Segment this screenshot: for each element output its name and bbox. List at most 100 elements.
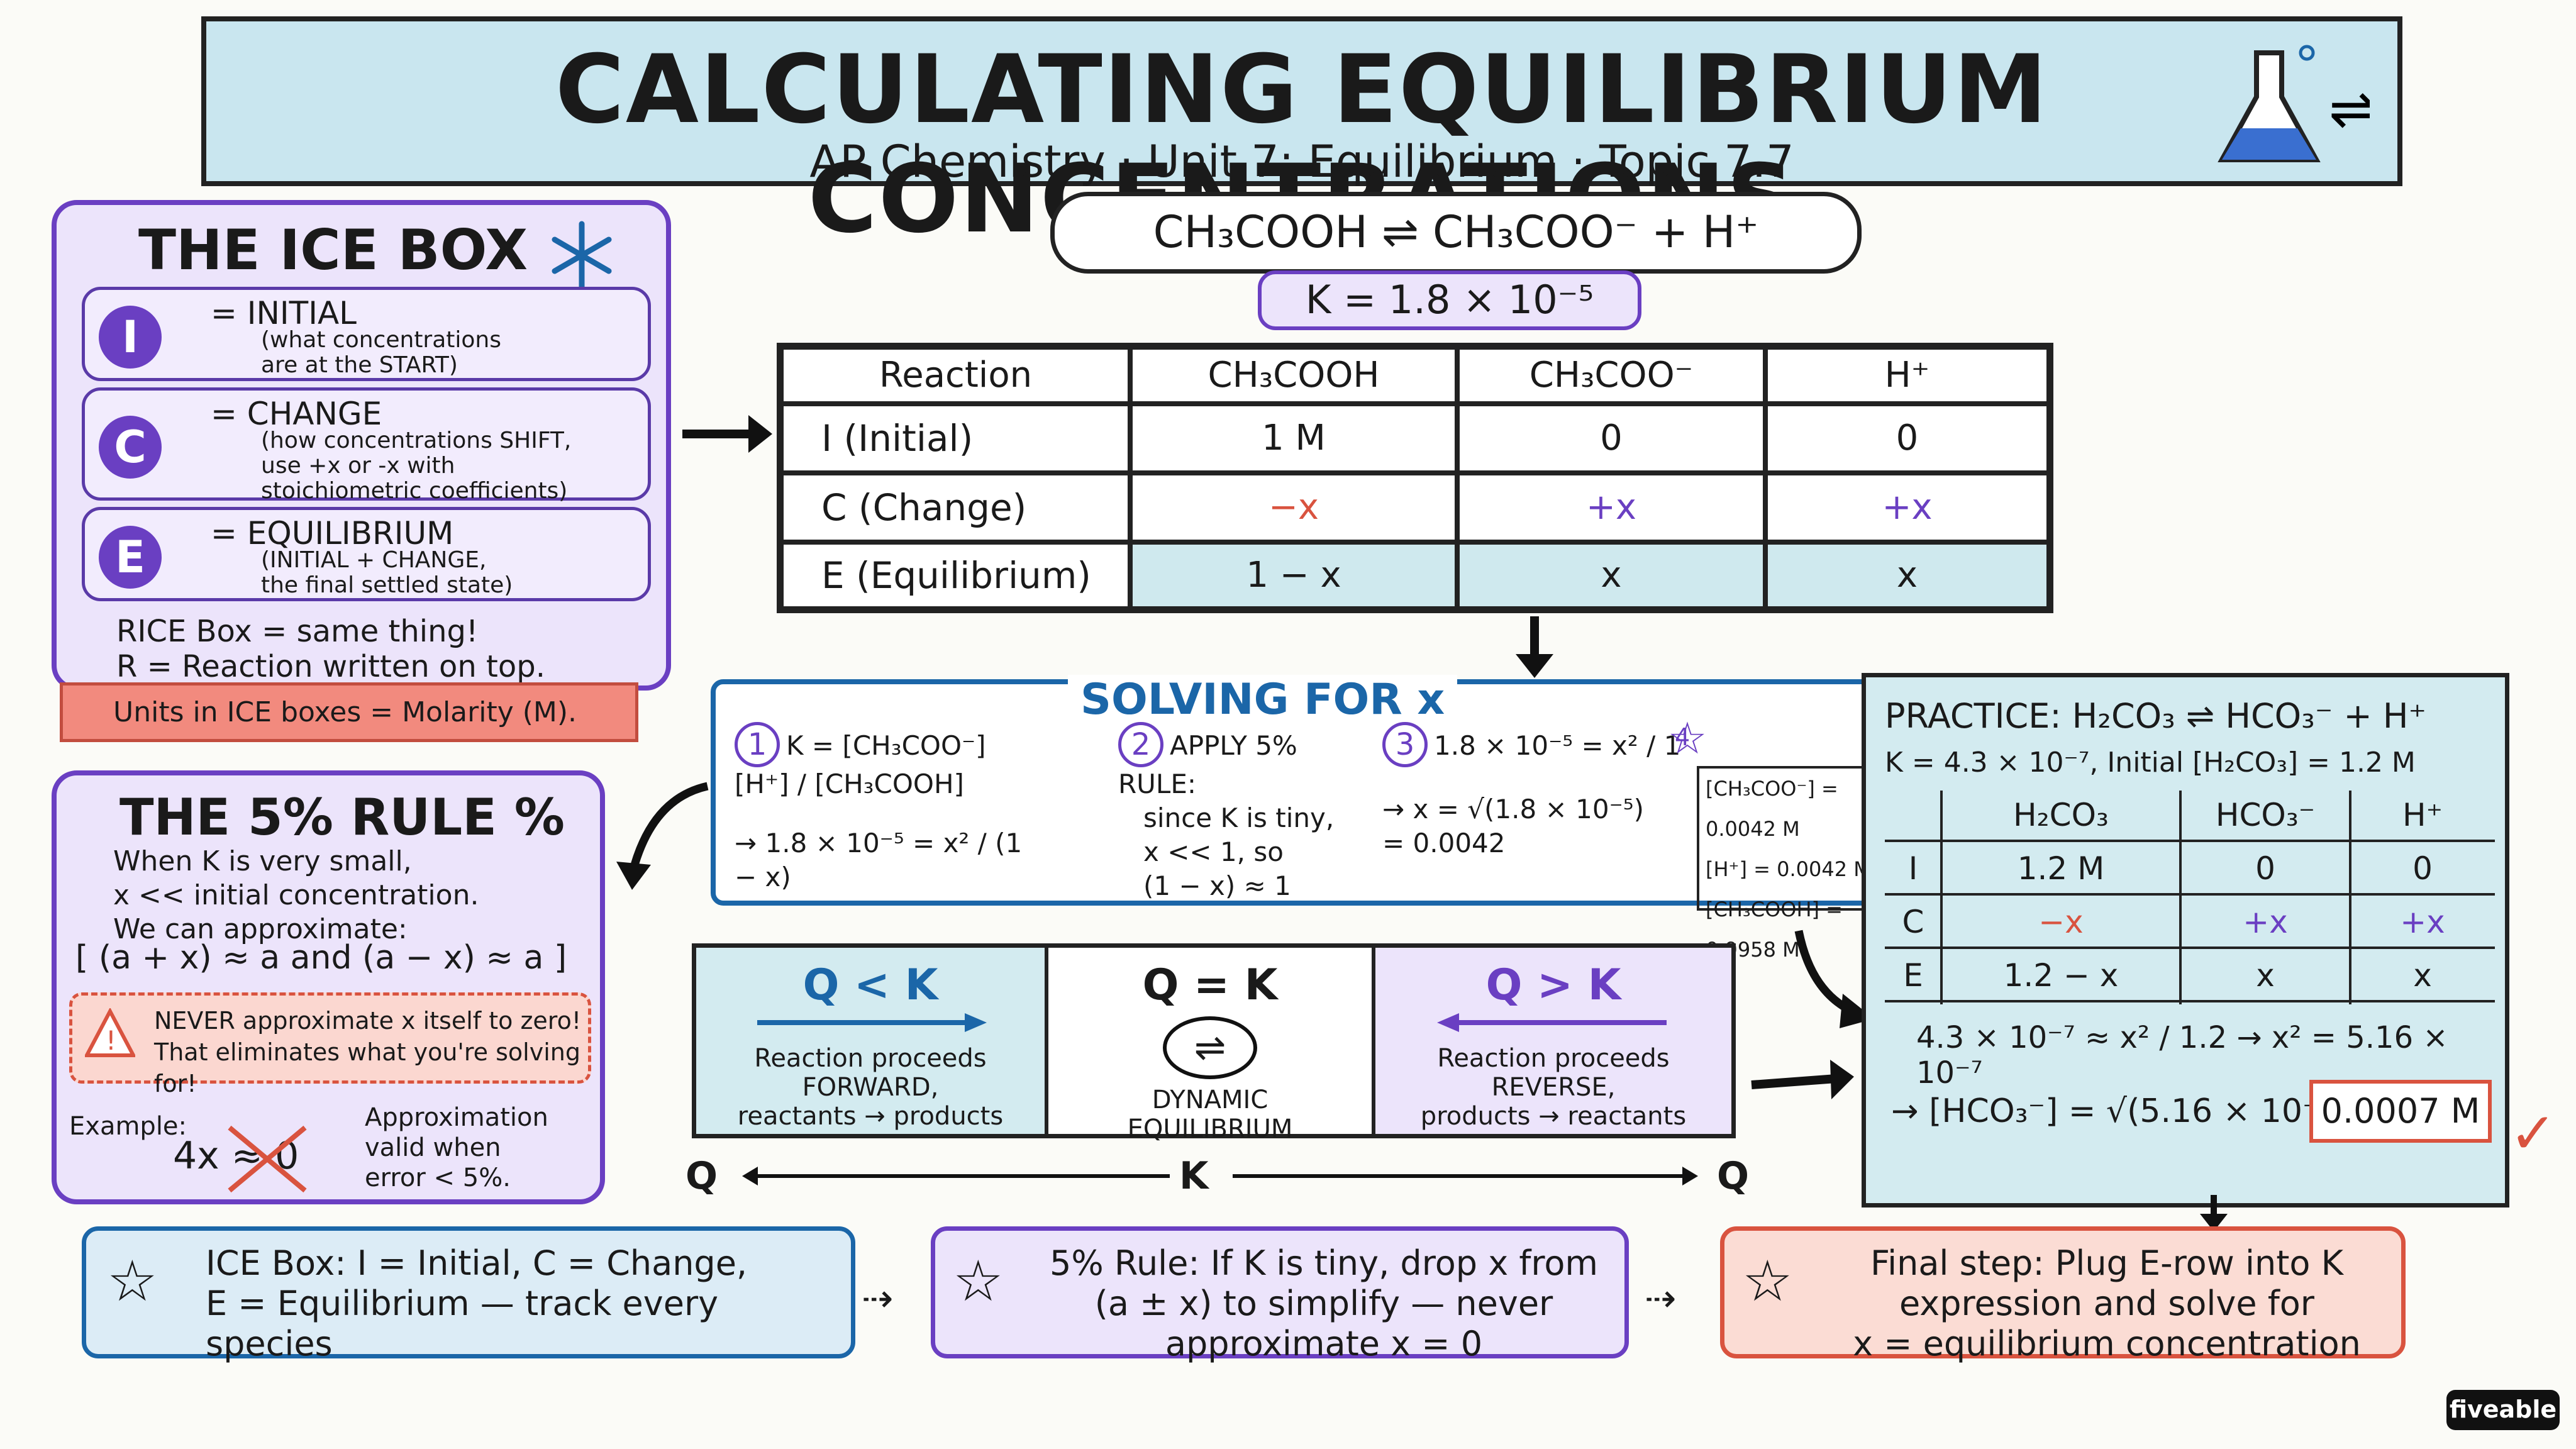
row-label: E (Equilibrium) [781,542,1130,609]
svg-text:⇌: ⇌ [2329,76,2370,142]
practice-cell: 1.2 − x [2003,957,2119,994]
units-note: Units in ICE boxes = Molarity (M). [60,682,638,742]
ice-row-initial: I = INITIAL (what concentrations are at … [82,287,651,381]
table-header: CH₃COO⁻ [1457,347,1765,404]
brand-logo: fiveable [2446,1390,2560,1430]
star-icon: ☆ [1667,713,1707,764]
practice-header: H⁺ [2402,797,2443,833]
result-line: [CH₃COO⁻] = 0.0042 M [1706,777,1838,841]
practice-header: HCO₃⁻ [2215,797,2316,833]
arrow-right-icon [757,1013,987,1032]
practice-cell: 0 [2412,850,2433,887]
practice-cell: 0 [2255,850,2275,887]
table-cell: 0 [1765,404,2049,473]
five-percent-panel: THE 5% RULE % When K is very small, x <<… [52,770,605,1204]
reaction-equation: CH₃COOH ⇌ CH₃COO⁻ + H⁺ [1050,192,1862,274]
table-cell: x [1457,542,1765,609]
practice-cell: −x [2038,904,2084,940]
summary-five-percent: 5% Rule: If K is tiny, drop x from (a ± … [931,1226,1629,1363]
table-cell: 0 [1457,404,1765,473]
ice-row-desc: (INITIAL + CHANGE, the final settled sta… [261,547,513,598]
practice-cell: x [2256,957,2275,994]
ice-row-desc: (how concentrations SHIFT, use +x or -x … [261,428,572,504]
checkmark-icon: ✓ [2509,1101,2557,1167]
practice-header: H₂CO₃ [2013,797,2109,833]
title-banner: CALCULATING EQUILIBRIUM CONCENTRATIONS A… [201,16,2402,254]
ice-row-name: = CHANGE [211,396,382,432]
cross-out-icon [228,1125,307,1193]
practice-cell: +x [2400,904,2445,940]
practice-equation: 4.3 × 10⁻⁷ ≈ x² / 1.2 → x² = 5.16 × 10⁻⁷ [1916,1020,2448,1091]
table-header: CH₃COOH [1130,347,1457,404]
practice-title: PRACTICE: H₂CO₃ ⇌ HCO₃⁻ + H⁺ [1885,696,2427,736]
warning-note: NEVER approximate x itself to zero! That… [69,992,591,1097]
five-percent-body: When K is very small, x << initial conce… [113,845,479,945]
q-vs-k-panel: Q < K Reaction proceeds FORWARD, reactan… [692,943,1736,1143]
summary-final-step: Final step: Plug E-row into K expression… [1720,1226,2406,1363]
step-number: 4 [1675,723,1690,751]
flask-icon: ⇌ [2218,45,2370,162]
qk-desc: Reaction proceeds REVERSE, products → re… [1420,1044,1687,1131]
arrow-left-icon [1437,1013,1667,1032]
qk-desc: DYNAMIC EQUILIBRIUM [1127,1085,1293,1143]
step-expression: APPLY 5% RULE: [1118,730,1297,799]
ice-row-name: = INITIAL [211,295,357,331]
arrow-right-icon: ⇢ [862,1277,894,1321]
svg-text:!: ! [106,1025,116,1056]
ice-letter: C [99,416,162,479]
arrow-down-icon [2200,1195,2228,1231]
practice-equation: → [HCO₃⁻] = √(5.16 × 10⁻⁷) = [1891,1092,2384,1130]
example-label: Example: [69,1112,187,1141]
star-icon: ☆ [107,1248,158,1314]
k-value: K = 1.8 × 10⁻⁵ [1258,270,1641,330]
summary-ice-box: ICE Box: I = Initial, C = Change, E = Eq… [82,1226,855,1363]
practice-cell: x [2413,957,2432,994]
practice-row-label: E [1903,957,1923,994]
star-icon: ☆ [953,1248,1004,1314]
q-less-k: Q < K Reaction proceeds FORWARD, reactan… [696,948,1048,1134]
equilibrium-icon: ⇌ [1163,1016,1257,1079]
axis-label: K [1179,1154,1209,1198]
star-icon: ☆ [1742,1248,1793,1314]
valid-note: Approximation valid when error < 5%. [365,1103,548,1192]
snowflake-icon [552,221,612,290]
arrow-right-icon [682,415,772,453]
result-line: [H⁺] = 0.0042 M [1706,857,1871,881]
qk-desc: Reaction proceeds FORWARD, reactants → p… [737,1044,1004,1131]
practice-panel: PRACTICE: H₂CO₃ ⇌ HCO₃⁻ + H⁺ K = 4.3 × 1… [1862,673,2509,1208]
arrow-curved-icon [616,782,709,890]
warning-icon: ! [85,1008,135,1057]
step-number: 2 [1118,722,1163,767]
axis-label: Q [1717,1154,1750,1198]
table-header: H⁺ [1765,347,2049,404]
practice-k: K = 4.3 × 10⁻⁷, Initial [H₂CO₃] = 1.2 M [1885,747,2416,779]
ice-letter: I [99,306,162,369]
step-number: 3 [1382,722,1428,767]
row-label: C (Change) [781,473,1130,542]
page-subtitle: AP Chemistry · Unit 7: Equilibrium · Top… [809,136,1794,187]
qk-heading: Q < K [802,960,938,1010]
ice-row-name: = EQUILIBRIUM [211,515,454,552]
qk-heading: Q = K [1142,960,1278,1010]
practice-row-label: I [1908,850,1918,887]
qk-heading: Q > K [1485,960,1621,1010]
table-cell: x [1765,542,2049,609]
step-expression: K = [CH₃COO⁻][H⁺] / [CH₃COOH] [735,730,986,799]
ice-table: Reaction CH₃COOH CH₃COO⁻ H⁺ I (Initial) … [777,343,2053,613]
ice-row-desc: (what concentrations are at the START) [261,327,502,378]
step-expression: 1.8 × 10⁻⁵ = x² / 1 [1434,730,1681,761]
step-number: 1 [735,722,780,767]
arrow-right-icon [1751,1060,1854,1099]
step-result: since K is tiny, x << 1, so (1 − x) ≈ 1 [1143,802,1335,901]
table-cell: +x [1765,473,2049,542]
table-cell: 1 M [1130,404,1457,473]
q-k-axis: Q K Q [686,1154,1749,1198]
table-cell: −x [1130,473,1457,542]
practice-table-grid [1885,791,2495,1004]
step-result: → 1.8 × 10⁻⁵ = x² / (1 − x) [735,828,1023,892]
results-box: [CH₃COO⁻] = 0.0042 M [H⁺] = 0.0042 M [CH… [1697,766,1898,962]
